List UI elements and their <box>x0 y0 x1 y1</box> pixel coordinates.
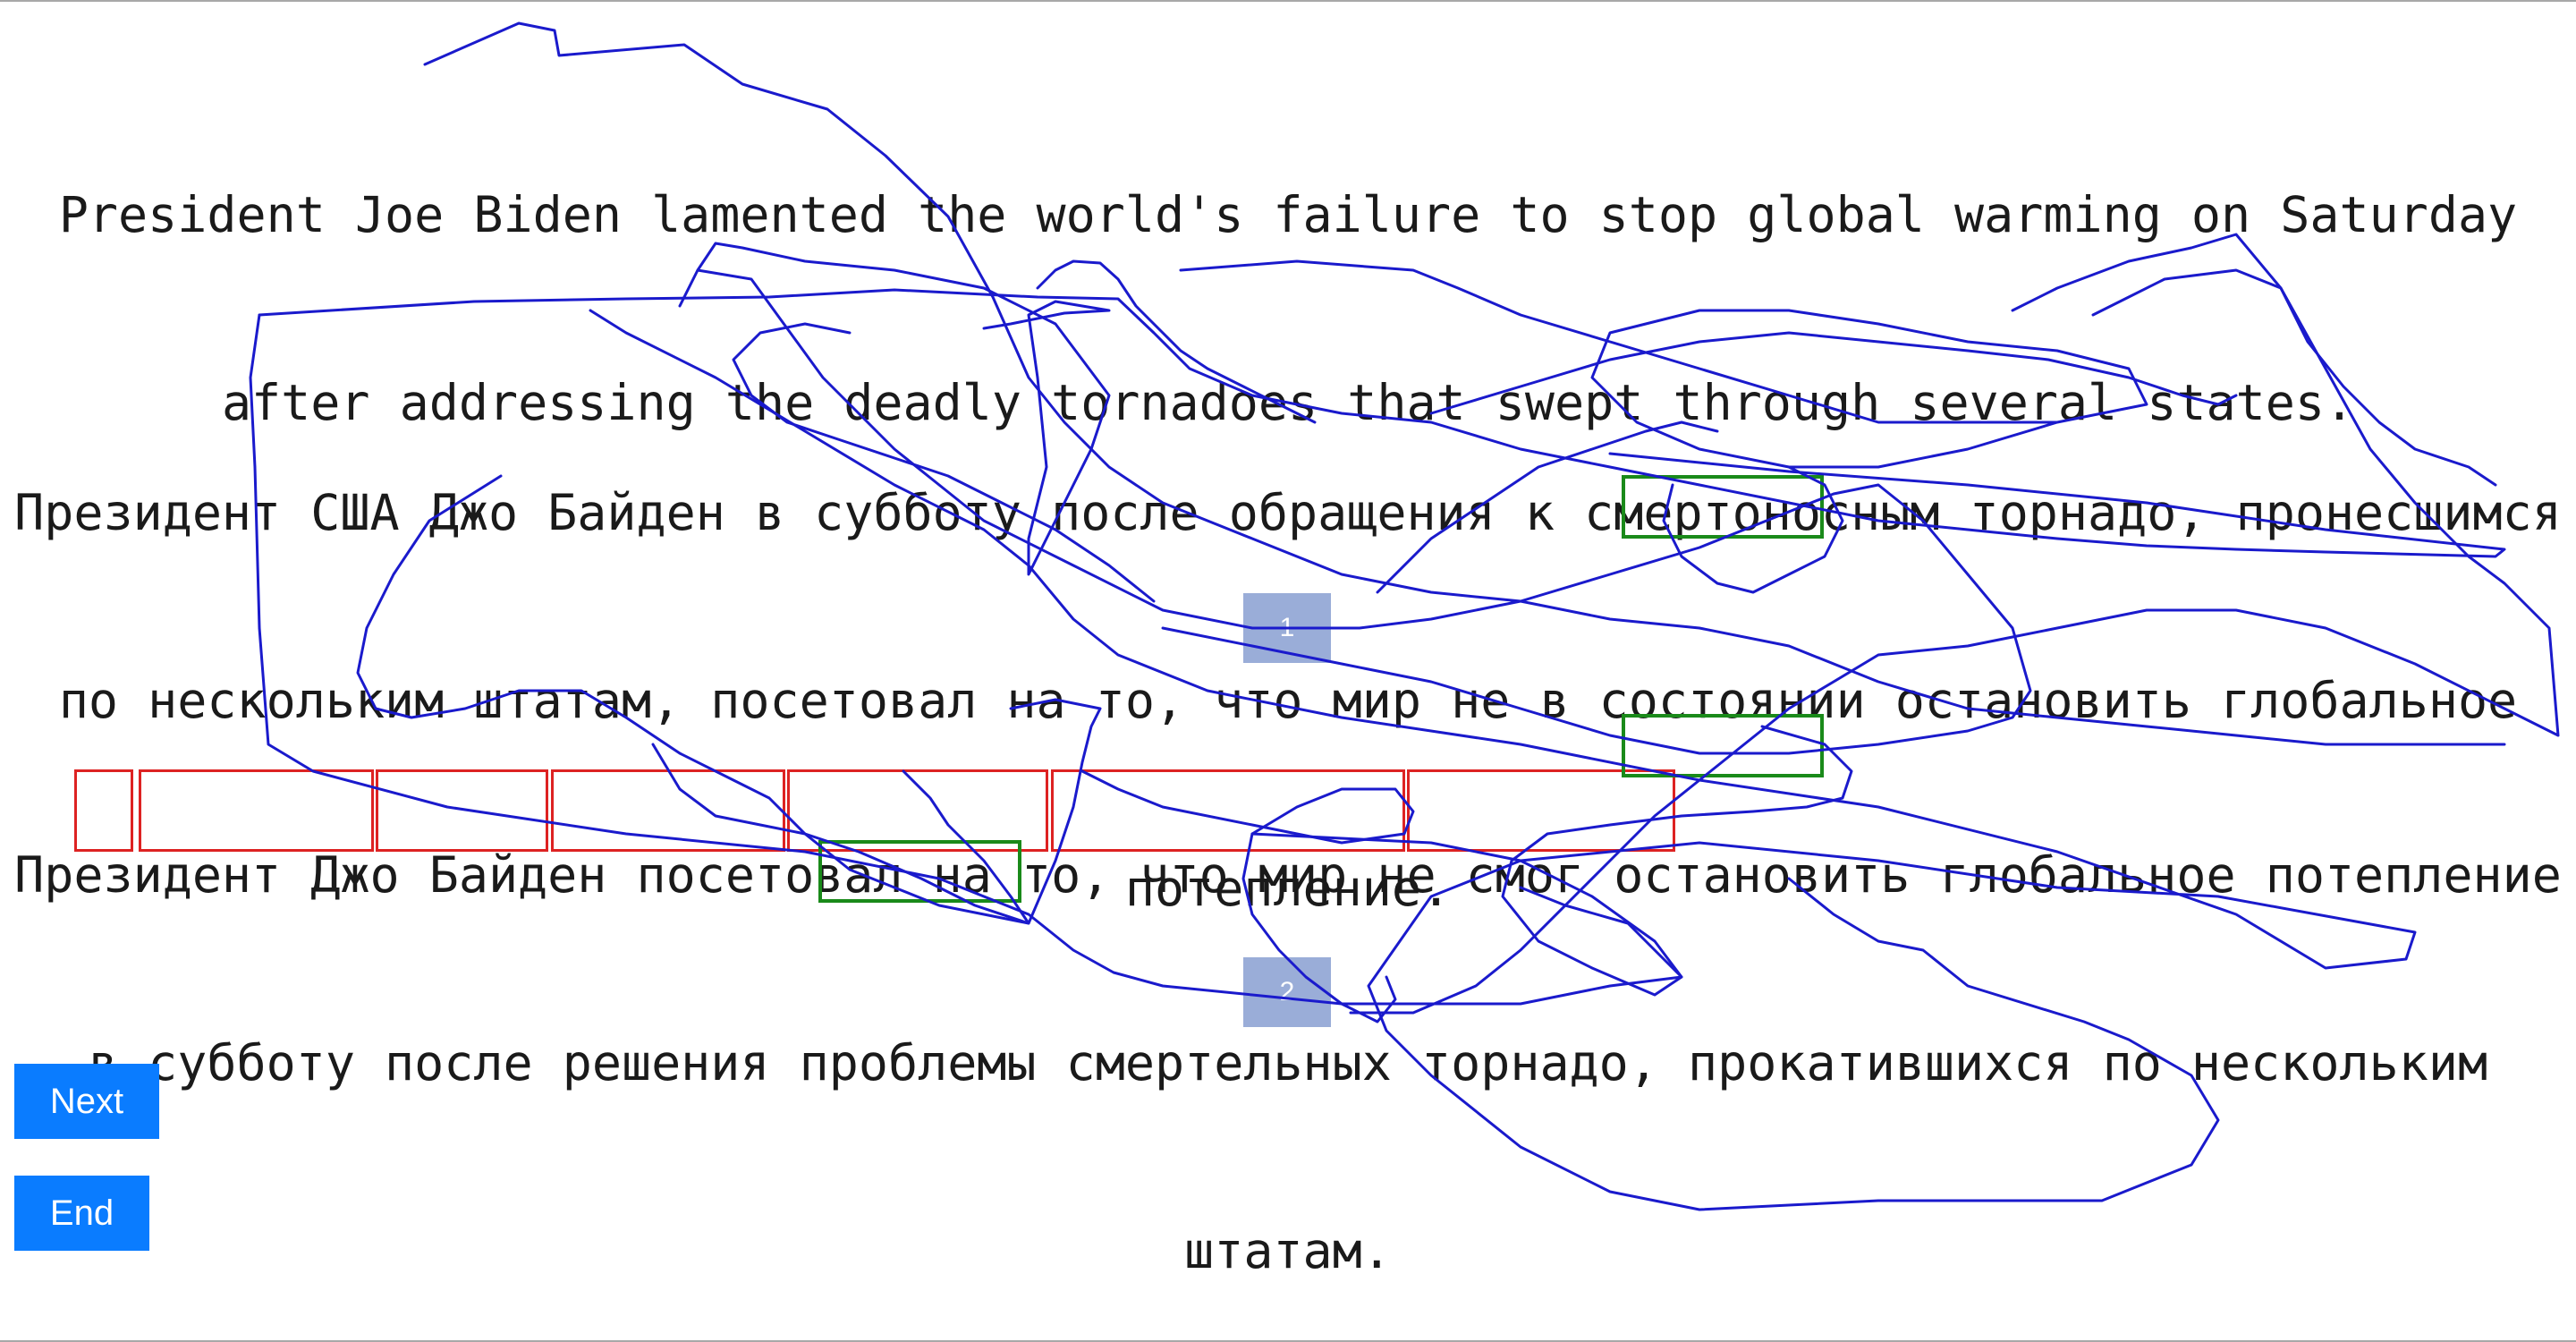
end-button[interactable]: End <box>14 1176 149 1251</box>
source-line: President Joe Biden lamented the world's… <box>58 186 2518 243</box>
hypothesis-line[interactable]: штатам. <box>1184 1222 1392 1279</box>
hypothesis-number-badge: 2 <box>1243 957 1331 1027</box>
hypothesis-line[interactable]: Президент Джо Байден посетовал на то, чт… <box>14 846 2562 904</box>
next-button[interactable]: Next <box>14 1064 159 1139</box>
hypothesis-line[interactable]: в субботу после решения проблемы смертел… <box>88 1034 2488 1091</box>
reference-line: Президент США Джо Байден в субботу после… <box>14 484 2562 541</box>
reference-number-badge: 1 <box>1243 593 1331 663</box>
hypothesis-translation[interactable]: Президент Джо Байден посетовал на то, чт… <box>0 718 2576 1342</box>
